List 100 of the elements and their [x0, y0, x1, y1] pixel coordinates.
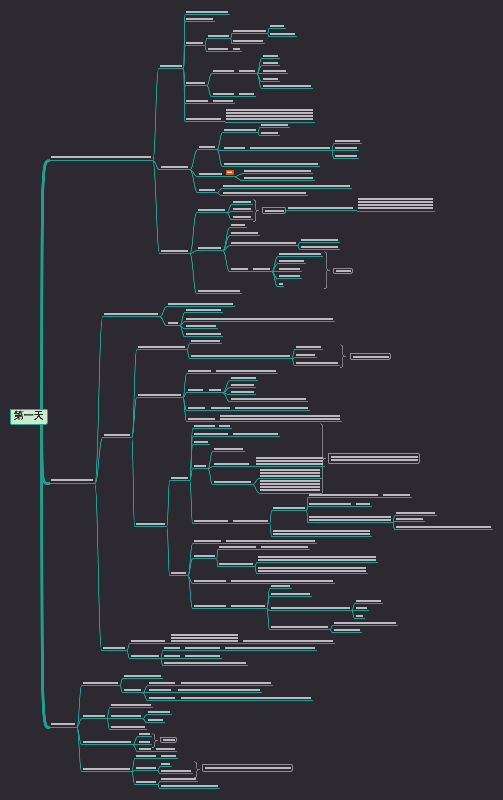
- branch-connector: [272, 256, 278, 272]
- mindmap-topic: [232, 29, 268, 34]
- branch-connector: [190, 250, 198, 254]
- mindmap-topic: [218, 424, 232, 430]
- mindmap-topic: [147, 710, 172, 716]
- mindmap-topic: [193, 539, 223, 544]
- mindmap-topic: [308, 502, 353, 508]
- mindmap-topic: [135, 754, 158, 760]
- branch-connector: [76, 686, 82, 728]
- mindmap-topic: [130, 654, 161, 660]
- mindmap-topic: [193, 424, 217, 430]
- mindmap-topic: [257, 566, 368, 574]
- mindmap-topic: [270, 584, 292, 590]
- mindmap-topic: [185, 317, 335, 322]
- branch-connector: [236, 96, 238, 98]
- mindmap-topic: [50, 722, 77, 728]
- branch-connector: [190, 150, 198, 170]
- branch-connector: [94, 316, 104, 484]
- branch-connector: [268, 34, 270, 38]
- mindmap-topic: [219, 414, 342, 422]
- branch-connector: [190, 212, 198, 254]
- mindmap-topic: [160, 769, 193, 774]
- branch-connector: [190, 254, 198, 294]
- mindmap-topic: [262, 61, 280, 66]
- mindmap-topic: [278, 267, 302, 272]
- mindmap-topic: [82, 714, 107, 720]
- mindmap-topic: [198, 145, 217, 150]
- mindmap-topic: [210, 406, 232, 412]
- branch-connector: [132, 736, 138, 746]
- mindmap-topic: [230, 241, 298, 246]
- branch-connector: [234, 174, 244, 178]
- mindmap-topic: [295, 345, 323, 350]
- mindmap-topic: [257, 554, 378, 564]
- mindmap-topic: [184, 646, 222, 652]
- mindmap-topic: [333, 621, 398, 626]
- branch-connector: [266, 588, 270, 610]
- branch-connector: [94, 484, 102, 652]
- mindmap-topic: [232, 207, 253, 212]
- branch-connector: [222, 380, 230, 394]
- branch-connector: [292, 350, 296, 360]
- branch-connector: [352, 506, 356, 508]
- branch-connector: [266, 608, 270, 612]
- branch-connector: [142, 692, 148, 702]
- branch-connector: [188, 576, 194, 610]
- branch-connector: [234, 176, 244, 182]
- branch-connector: [392, 522, 396, 524]
- mindmap-topic: [160, 784, 220, 790]
- branch-connector: [228, 608, 230, 610]
- branch-connector: [182, 392, 188, 398]
- mindmap-topic: [167, 321, 180, 326]
- branch-connector: [230, 38, 232, 44]
- mindmap-topic: [215, 369, 278, 374]
- mindmap-topic: [272, 506, 307, 512]
- mindmap-topic: [137, 345, 187, 350]
- branch-connector: [176, 700, 180, 702]
- mindmap-topic: [287, 206, 355, 212]
- branch-connector: [184, 68, 186, 104]
- branch-connector: [222, 392, 230, 402]
- mindmap-topic: [212, 69, 236, 74]
- mindmap-topic: [184, 654, 222, 660]
- mindmap-topic: [213, 447, 245, 452]
- branch-connector: [94, 438, 104, 484]
- mindmap-topic: [123, 674, 163, 680]
- branch-connector: [188, 576, 194, 584]
- branch-connector: [132, 758, 136, 772]
- mindmap-topic: [185, 324, 218, 330]
- mindmap-topic: [193, 519, 230, 524]
- branch-connector: [182, 650, 184, 652]
- mindmap-topic: [155, 747, 177, 752]
- branch-connector: [132, 772, 136, 786]
- branch-connector: [152, 68, 160, 162]
- branch-connector: [182, 398, 188, 412]
- branch-connector: [332, 144, 334, 152]
- branch-connector: [160, 316, 168, 326]
- branch-connector: [222, 650, 224, 652]
- mindmap-topic: [185, 308, 223, 314]
- branch-connector: [142, 692, 148, 694]
- mindmap-topic: [218, 562, 255, 568]
- mindmap-topic: [278, 259, 306, 264]
- branch-connector: [332, 150, 334, 160]
- branch-connector: [216, 150, 224, 168]
- mindmap-topic: [230, 376, 258, 382]
- mindmap-topic: [187, 417, 217, 422]
- branch-connector: [204, 46, 208, 52]
- branch-connector: [206, 74, 212, 86]
- mindmap-topic: [198, 172, 234, 178]
- mindmap-topic: [334, 146, 359, 152]
- branch-connector: [186, 350, 190, 360]
- mindmap-topic: [300, 238, 340, 244]
- mindmap-topic: [138, 747, 153, 752]
- branch-connector: [256, 66, 262, 74]
- mindmap-topic: [193, 432, 230, 438]
- branch-connector: [298, 246, 300, 250]
- mindmap-topic: [238, 69, 257, 74]
- mindmap-topic: [193, 579, 228, 584]
- mindmap-topic: [137, 393, 183, 398]
- mindmap-topic: [207, 34, 231, 40]
- mindmap-topic: [82, 680, 120, 686]
- mindmap-topic: [225, 539, 317, 544]
- mindmap-topic: [232, 200, 253, 206]
